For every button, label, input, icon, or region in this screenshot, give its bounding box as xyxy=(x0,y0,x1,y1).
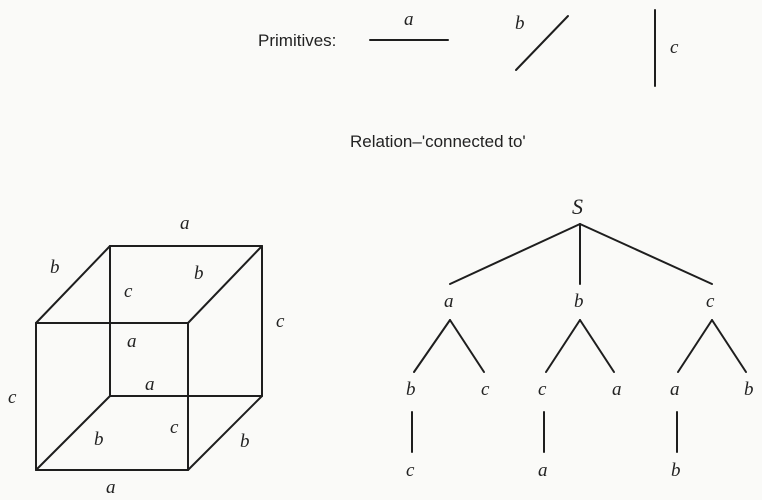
cube-label-back-right: c xyxy=(276,311,285,332)
cube-label-bottom-left: b xyxy=(94,429,104,450)
tree-node-a-c: c xyxy=(481,379,490,400)
cube-label-front-right: c xyxy=(170,417,179,438)
cube-label-top-right: b xyxy=(194,263,204,284)
tree-edge-c-b xyxy=(711,319,747,373)
tree-node-b-c: c xyxy=(538,379,547,400)
relation-caption: Relation–'connected to' xyxy=(350,132,526,151)
tree-edge-a-b xyxy=(413,319,451,373)
tree-node-b: b xyxy=(574,291,584,312)
cube-label-back-bottom: a xyxy=(145,374,155,395)
cube-label-bottom-right: b xyxy=(240,431,250,452)
tree-leaf-c: c xyxy=(406,460,415,481)
tree-node-b-a: a xyxy=(612,379,622,400)
primitives-heading: Primitives: xyxy=(258,31,337,50)
tree-edge-S-a xyxy=(449,223,581,285)
cube-bottom-left-connector xyxy=(35,395,111,471)
cube-label-front-top: a xyxy=(127,331,137,352)
primitive-c-label: c xyxy=(670,37,679,58)
tree-leaf-a: a xyxy=(538,460,548,481)
tree-edge-a-c xyxy=(449,319,485,373)
tree-node-a: a xyxy=(444,291,454,312)
tree-edge-S-c xyxy=(579,223,713,285)
tree-edge-b-c xyxy=(545,319,581,373)
cube-bottom-right-connector xyxy=(187,395,263,471)
cube-top-right-connector xyxy=(187,245,263,324)
tree-node-c-b: b xyxy=(744,379,754,400)
tree-node-a-b: b xyxy=(406,379,416,400)
tree-edge-b-a xyxy=(579,319,615,373)
tree-node-c: c xyxy=(706,291,715,312)
tree-leaf-b: b xyxy=(671,460,681,481)
cube-label-top-left: b xyxy=(50,257,60,278)
cube-top-left-connector xyxy=(35,245,111,324)
tree-edge-c-a xyxy=(677,319,713,373)
cube-label-back-left-upper: c xyxy=(124,281,133,302)
tree-node-c-a: a xyxy=(670,379,680,400)
primitive-a-label: a xyxy=(404,9,414,30)
cube-label-front-left: c xyxy=(8,387,17,408)
cube-label-front-bottom: a xyxy=(106,477,116,498)
cube-label-back-top: a xyxy=(180,213,190,234)
primitive-b-label: b xyxy=(515,13,525,34)
primitive-b-line xyxy=(515,15,569,71)
tree-root-node: S xyxy=(572,194,583,219)
